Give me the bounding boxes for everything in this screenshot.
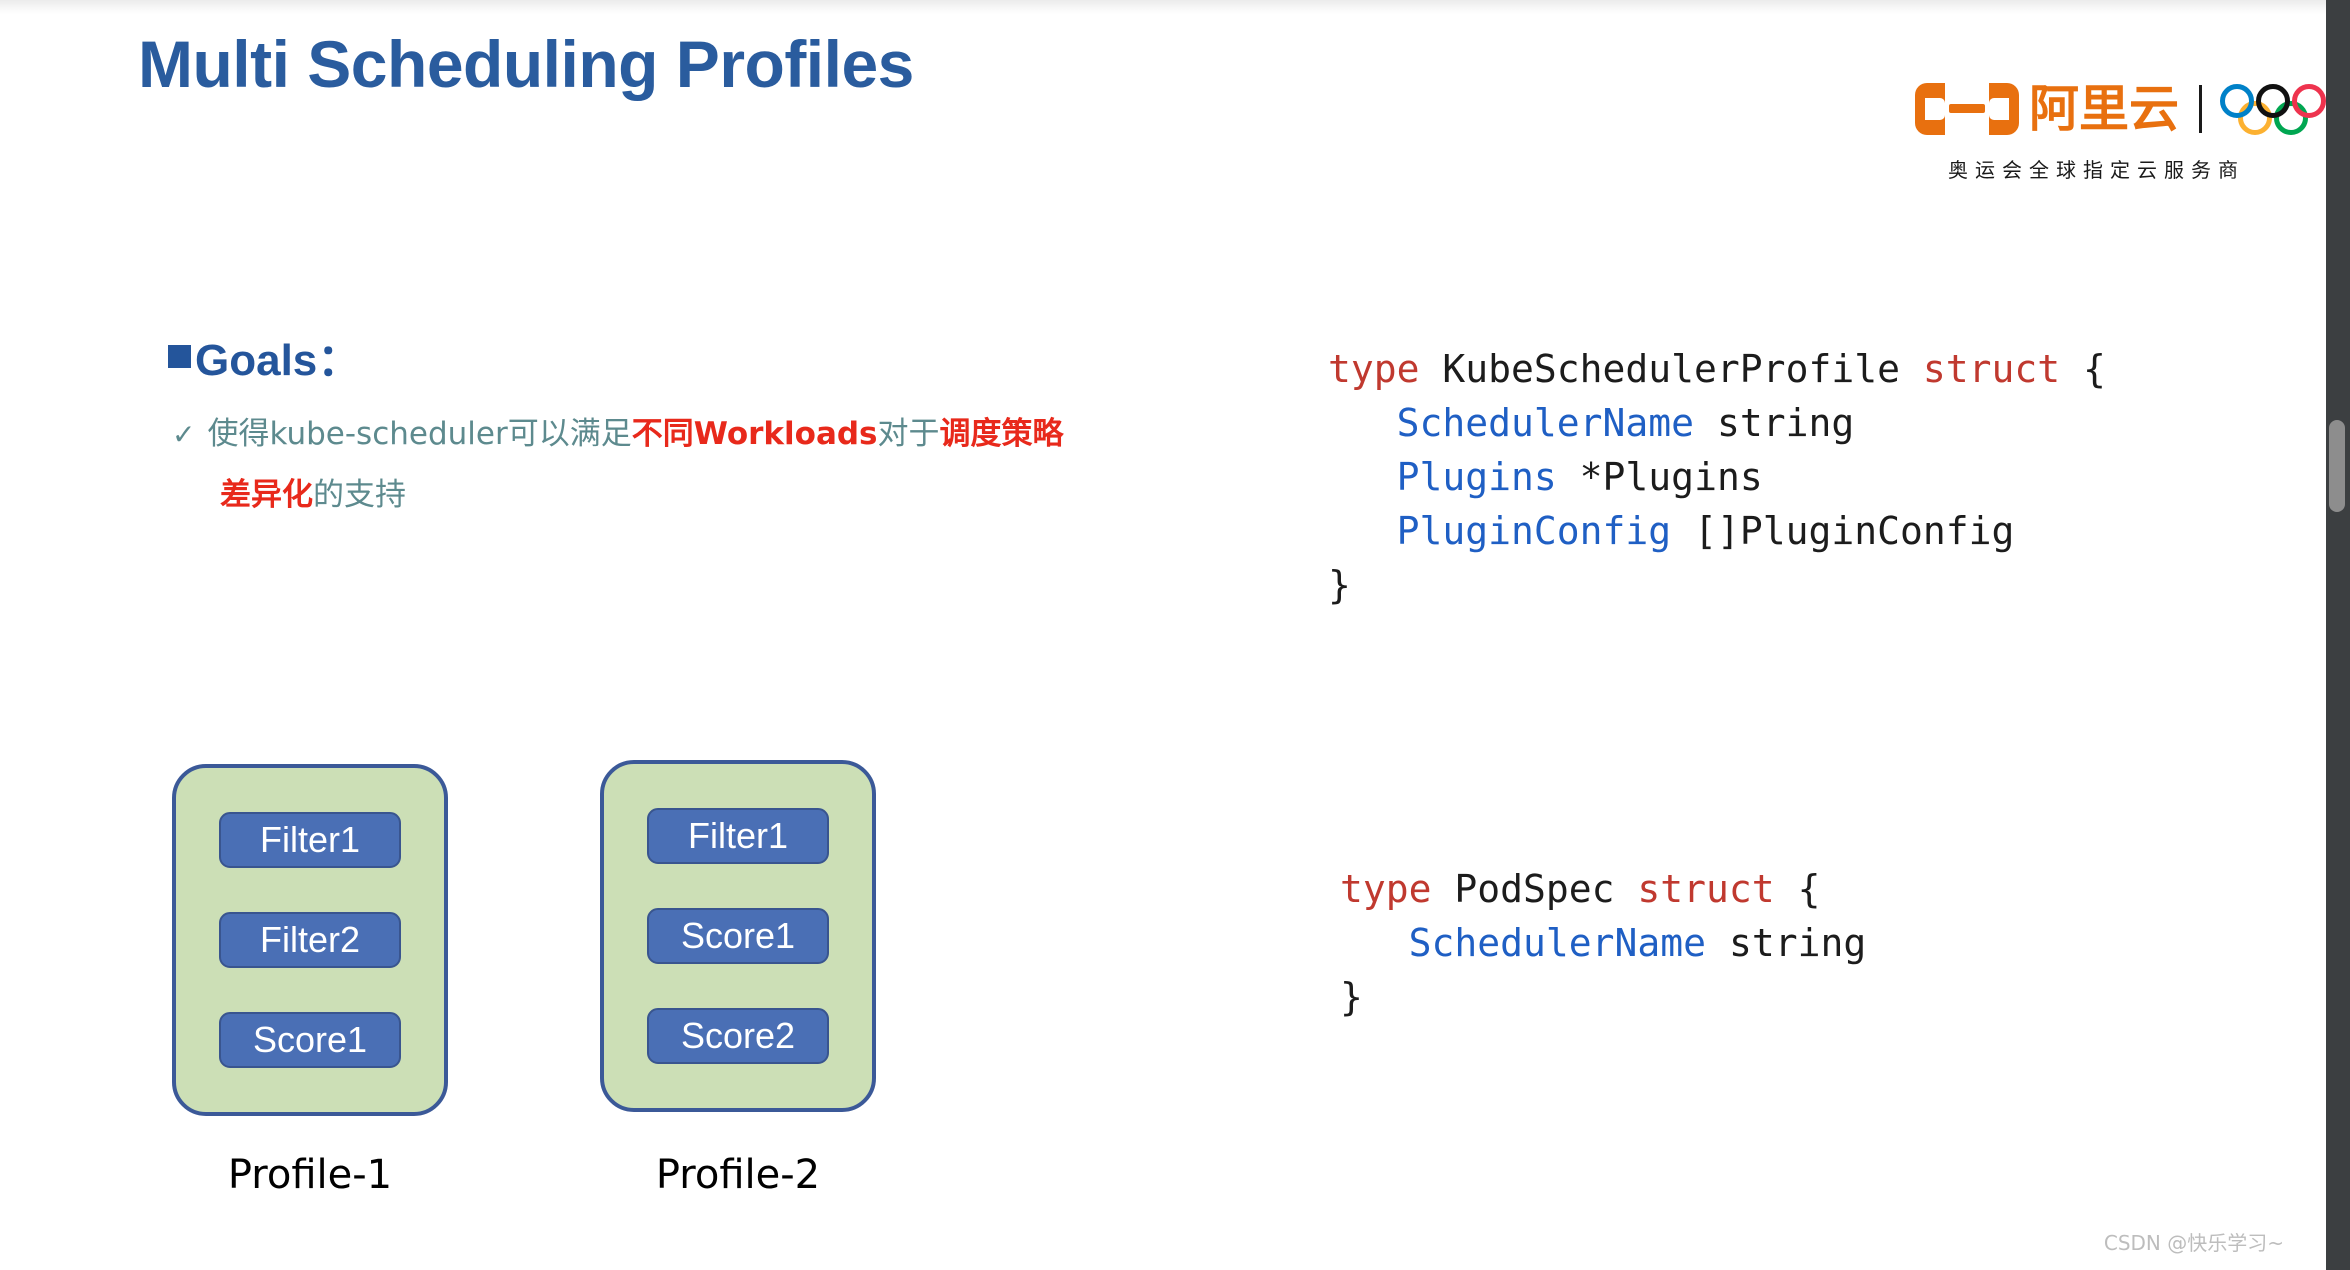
code-field-name: Plugins [1396, 455, 1557, 499]
code-block-kube-scheduler-profile: type KubeSchedulerProfile struct { Sched… [1328, 342, 2106, 612]
plugin-chip: Filter1 [647, 808, 829, 864]
goals-line1-part2: 对于 [877, 416, 940, 452]
alibaba-cloud-logo: 阿里云 奥运会全球指定云服务商 [1915, 78, 2326, 186]
ring-black-icon [2256, 84, 2290, 118]
goals-line1-highlight2: 调度策略 [939, 416, 1064, 452]
code-block-pod-spec: type PodSpec struct { SchedulerName stri… [1340, 862, 1866, 1024]
goals-heading-label: Goals： [195, 336, 362, 385]
code-field-type: []PluginConfig [1671, 509, 2015, 553]
code-struct-name: KubeSchedulerProfile [1419, 347, 1923, 391]
olympic-rings-icon [2220, 84, 2326, 135]
alibaba-cloud-bracket-icon [1915, 83, 2019, 135]
code-field-type: string [1694, 401, 1855, 445]
ring-green-icon [2274, 101, 2308, 135]
profile-card-2: Filter1 Score1 Score2 [600, 760, 876, 1112]
goals-bullet-text: ✓ 使得kube-scheduler可以满足不同Workloads对于调度策略 差… [172, 404, 1072, 525]
logo-row: 阿里云 [1915, 78, 2326, 140]
code-keyword-type: type [1328, 347, 1420, 391]
code-keyword-type: type [1340, 867, 1432, 911]
goals-line2-part: 的支持 [313, 477, 406, 513]
csdn-watermark: CSDN @快乐学习~ [2103, 1231, 2284, 1255]
goals-heading: Goals： [168, 324, 361, 388]
checkmark-icon: ✓ [172, 418, 196, 451]
code-keyword-struct: struct [1922, 347, 2061, 391]
code-keyword-struct: struct [1637, 867, 1775, 911]
ring-yellow-icon [2238, 101, 2272, 135]
brand-name-cn: 阿里云 [2029, 80, 2179, 138]
plugin-chip: Score1 [647, 908, 829, 964]
square-bullet-icon [168, 344, 191, 368]
code-struct-name: PodSpec [1431, 867, 1638, 911]
code-field-name: SchedulerName [1396, 401, 1695, 445]
goals-line2: 差异化的支持 [172, 465, 1072, 525]
profile-card-1: Filter1 Filter2 Score1 [172, 764, 448, 1116]
logo-divider [2199, 85, 2202, 133]
bracket-right-notch [1989, 98, 2009, 120]
plugin-chip: Score1 [219, 1012, 401, 1068]
code-open-brace: { [1774, 867, 1821, 911]
plugin-chip: Filter1 [219, 812, 401, 868]
code-open-brace: { [2060, 347, 2106, 391]
plugin-chip: Filter2 [219, 912, 401, 968]
code-close-brace: } [1340, 975, 1363, 1019]
goals-line1-part1: 使得kube-scheduler可以满足 [207, 416, 632, 452]
code-field-name: SchedulerName [1408, 921, 1707, 965]
profile-1-label: Profile-1 [227, 1152, 393, 1198]
goals-line2-highlight: 差异化 [220, 477, 313, 513]
page-top-gradient [0, 0, 2326, 14]
plugin-chip: Score2 [647, 1008, 829, 1064]
ring-red-icon [2292, 84, 2326, 118]
profile-2-label: Profile-2 [655, 1152, 821, 1198]
vertical-scrollbar-track[interactable] [2326, 0, 2350, 1270]
code-field-type: *Plugins [1556, 455, 1763, 499]
bracket-left-notch [1925, 98, 1945, 120]
vertical-scrollbar-thumb[interactable] [2329, 420, 2345, 512]
goals-line1-highlight1: 不同Workloads [631, 416, 878, 452]
code-close-brace: } [1328, 563, 1351, 607]
code-field-name: PluginConfig [1396, 509, 1672, 553]
code-field-type: string [1706, 921, 1867, 965]
logo-tagline: 奥运会全球指定云服务商 [1948, 158, 2245, 182]
bracket-center-dash [1949, 104, 1985, 113]
page-title: Multi Scheduling Profiles [138, 27, 914, 101]
ring-blue-icon [2220, 84, 2254, 118]
